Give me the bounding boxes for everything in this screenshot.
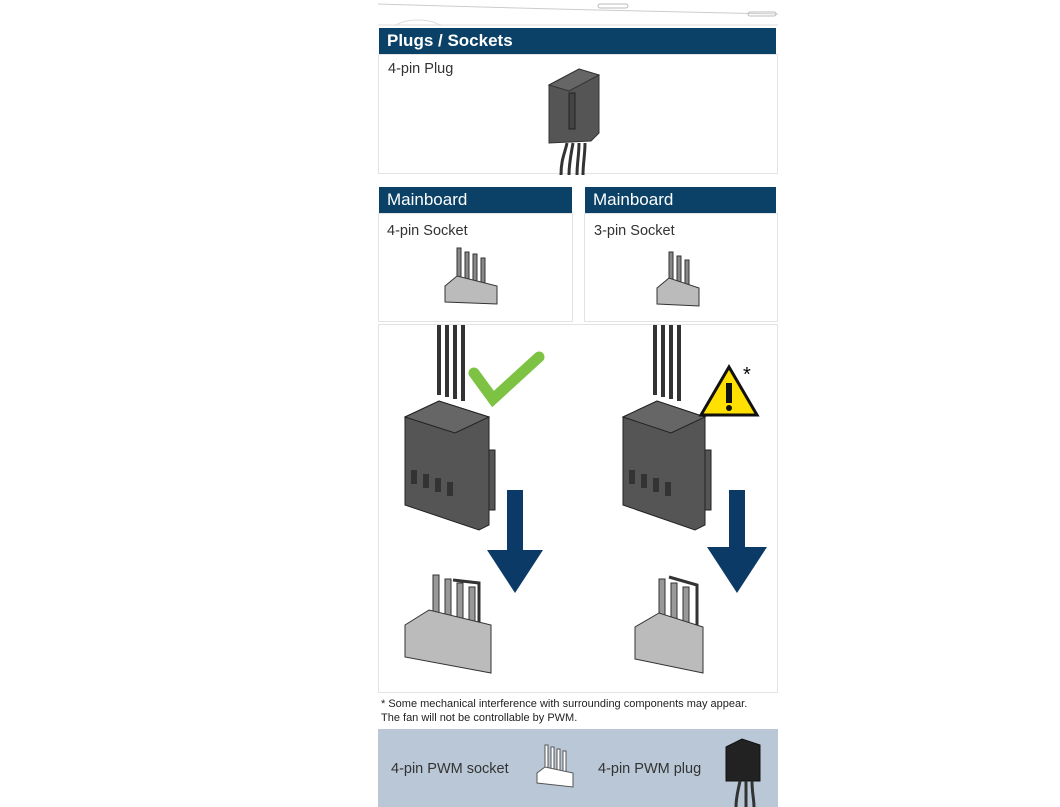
legend-socket-label: 4-pin PWM socket <box>391 761 509 777</box>
legend-socket-icon <box>536 744 574 788</box>
socket-3pin-illustration <box>656 251 700 307</box>
arrow-down-icon <box>707 490 767 593</box>
socket-4pin-panel: 4-pin Socket <box>378 213 573 322</box>
legend-plug-label: 4-pin PWM plug <box>598 761 702 777</box>
footnote-line-1: * Some mechanical interference with surr… <box>381 698 748 710</box>
legend-bar: 4-pin PWM socket 4-pin PWM plug <box>378 729 778 807</box>
content-column: Plugs / Sockets 4-pin Plug Mainboard Mai… <box>378 0 778 807</box>
mainboard-header-right: Mainboard <box>585 187 776 213</box>
arrow-down-icon <box>487 490 543 593</box>
compatibility-illustration: * <box>403 325 767 674</box>
section-header: Plugs / Sockets <box>379 28 776 54</box>
socket-4pin-illustration <box>444 247 498 305</box>
fan-sketch-strip <box>378 3 778 26</box>
checkmark-icon <box>468 351 545 408</box>
mainboard-header-left: Mainboard <box>379 187 572 213</box>
footnote-line-2: The fan will not be controllable by PWM. <box>381 712 578 724</box>
plug-4pin-into-4pin <box>403 325 545 674</box>
plug-label: 4-pin Plug <box>388 61 454 77</box>
compatibility-panel: * <box>378 324 778 693</box>
socket-3pin-label: 3-pin Socket <box>594 223 675 239</box>
plug-4pin-into-3pin: * <box>621 325 767 674</box>
socket-4pin-label: 4-pin Socket <box>387 223 468 239</box>
legend-plug-icon <box>725 738 761 807</box>
warning-asterisk: * <box>743 364 751 386</box>
socket-3pin-panel: 3-pin Socket <box>584 213 778 322</box>
plug-panel: 4-pin Plug <box>378 54 778 175</box>
plug-illustration <box>547 68 601 175</box>
